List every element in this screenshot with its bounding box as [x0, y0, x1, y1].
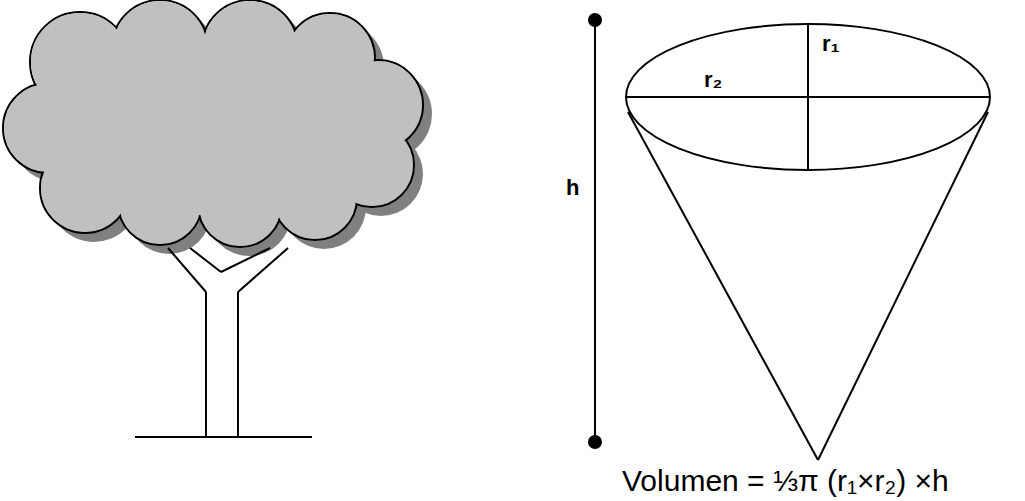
cone-figure: [626, 24, 990, 460]
tree-crown: [4, 1, 422, 246]
radius-label: r₂: [704, 68, 722, 92]
volume-formula: Volumen = ⅓π (r₁×r₂) ×h: [622, 464, 949, 497]
radius-label: r₁: [822, 32, 840, 56]
height-line: [589, 14, 601, 448]
tree-crown-outline: [3, 0, 423, 247]
tree-trunk: [135, 248, 312, 437]
tree-crown-shadow: [12, 9, 432, 256]
height-label: h: [566, 176, 579, 200]
